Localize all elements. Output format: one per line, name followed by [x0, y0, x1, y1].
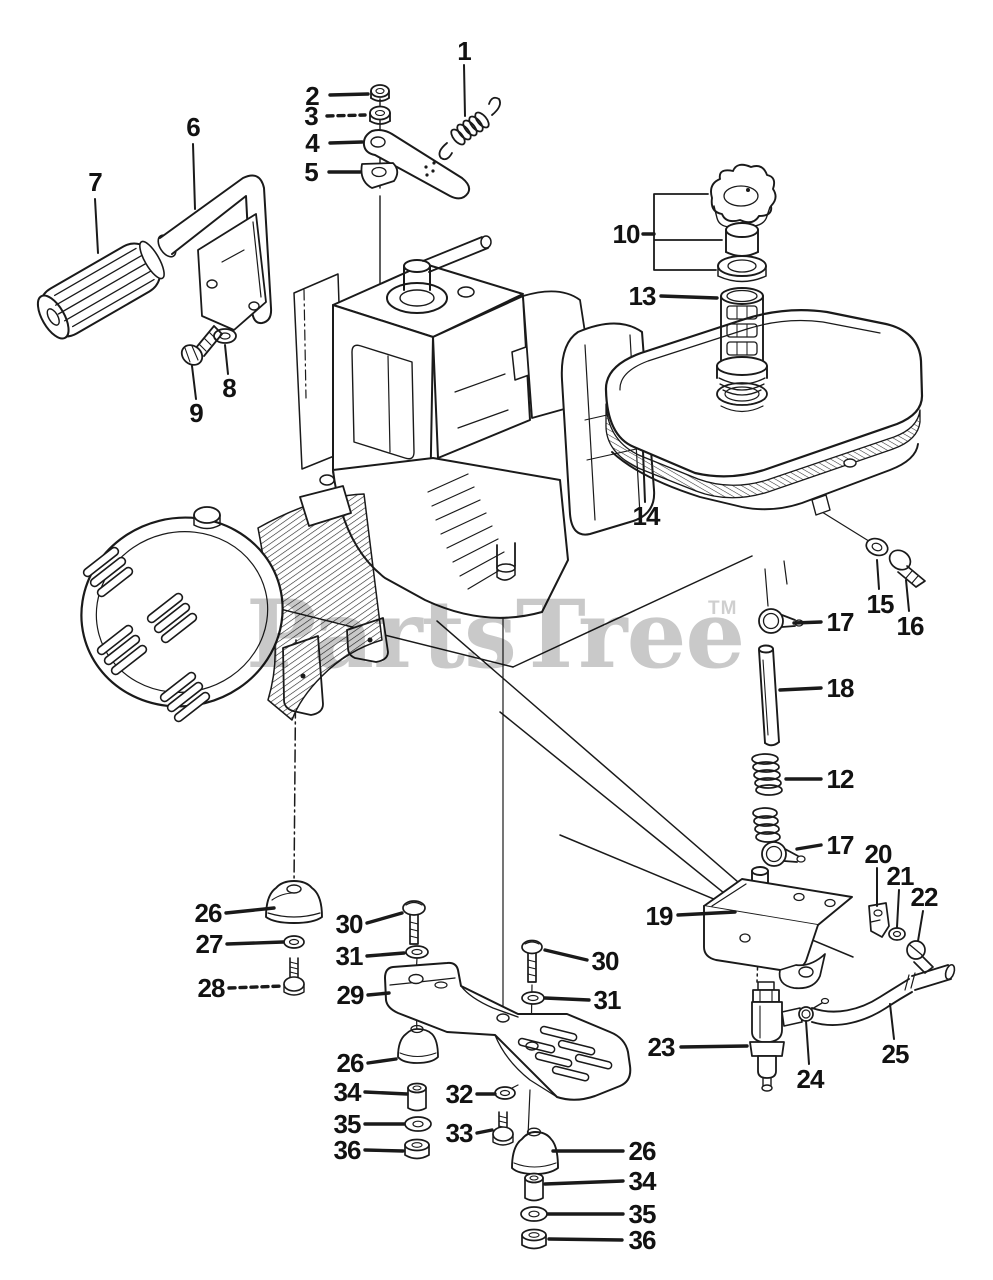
leader-lines	[94, 64, 924, 1242]
leader-33	[475, 1128, 494, 1135]
leader-18	[778, 686, 823, 692]
nut-36-left	[404, 1138, 430, 1160]
leader-30	[365, 911, 404, 925]
muffler-stay	[496, 542, 516, 569]
washer-15	[865, 537, 889, 557]
fitting-24	[798, 997, 830, 1022]
leader-36	[547, 1237, 624, 1242]
cap-collar	[717, 255, 767, 277]
leader-36	[363, 1148, 405, 1153]
leader-4	[328, 140, 364, 145]
bolt-28	[283, 957, 305, 996]
mount-26-left	[265, 880, 323, 924]
leader-15	[876, 559, 880, 590]
bolt-30-right	[521, 939, 543, 983]
leader-28	[227, 984, 285, 990]
washer-35-left	[404, 1116, 432, 1132]
leader-25	[889, 1003, 895, 1040]
bracket-19	[703, 866, 853, 990]
foot-treads	[517, 1025, 613, 1082]
bolt-30-left	[402, 900, 426, 945]
generator-cap	[193, 506, 221, 524]
spacer-34-left	[407, 1082, 427, 1112]
mount-26-center	[397, 1024, 439, 1064]
fuel-pipe-18	[758, 644, 780, 747]
leader-1	[463, 64, 466, 117]
leader-31	[543, 996, 591, 1002]
spring-1	[438, 96, 501, 161]
fuel-cap-assembly	[653, 163, 777, 283]
handle-grip	[36, 240, 165, 340]
spring-lower	[752, 807, 781, 843]
spring-12	[751, 753, 783, 796]
bolt-16	[888, 549, 926, 588]
leader-34	[363, 1090, 409, 1096]
washer-31-left	[405, 945, 429, 959]
leader-17	[792, 620, 823, 625]
leader-3	[325, 113, 367, 118]
leader-14	[642, 450, 646, 503]
screw-22	[906, 940, 934, 974]
cooling-fins	[427, 473, 511, 590]
washer-5	[360, 162, 399, 189]
fuel-valve-23	[749, 981, 803, 1092]
leader-26	[366, 1057, 398, 1065]
nut-36-right	[521, 1228, 547, 1250]
base-foot-29	[384, 961, 632, 1101]
engine-right-face	[432, 295, 531, 459]
tank-seam	[605, 403, 921, 499]
vent-louvers	[82, 546, 211, 723]
fuel-filter	[716, 287, 768, 396]
leader-23	[679, 1044, 749, 1049]
leader-17	[795, 843, 823, 851]
hose-clamp-17-lower	[761, 841, 806, 867]
fuel-hose-25	[811, 963, 956, 1026]
leader-16	[905, 579, 910, 612]
leader-26	[224, 906, 276, 915]
leader-24	[805, 1020, 810, 1065]
fuel-cap	[710, 163, 777, 224]
leader-22	[917, 910, 924, 942]
leader-2	[328, 92, 370, 97]
hose-clamp-17-upper	[758, 608, 804, 634]
lever-4	[362, 129, 471, 200]
bolt-9	[180, 325, 223, 366]
washer-27	[283, 935, 305, 949]
mount-26-right	[511, 1127, 559, 1175]
leader-7	[94, 198, 99, 254]
leader-30	[543, 948, 589, 962]
handle-frame	[157, 174, 273, 331]
washer-21	[888, 927, 906, 941]
washer-32	[494, 1084, 519, 1100]
leader-27	[225, 940, 285, 946]
generator-assembly	[80, 474, 383, 723]
leader-8	[224, 344, 229, 375]
washer-31-right	[521, 991, 545, 1005]
leader-6	[192, 143, 196, 210]
plate-20	[868, 902, 890, 938]
cap-inner-cup	[725, 222, 759, 238]
spacer-34-right	[524, 1172, 544, 1202]
leader-21	[896, 889, 900, 928]
leader-19	[676, 910, 737, 917]
governor-lever-group	[360, 84, 471, 200]
washer-35-right	[520, 1206, 548, 1222]
leader-13	[659, 294, 719, 300]
leader-29	[366, 991, 391, 997]
bolt-33	[492, 1111, 514, 1146]
leader-34	[543, 1179, 625, 1186]
leader-9	[191, 365, 197, 400]
leader-31	[365, 951, 406, 958]
